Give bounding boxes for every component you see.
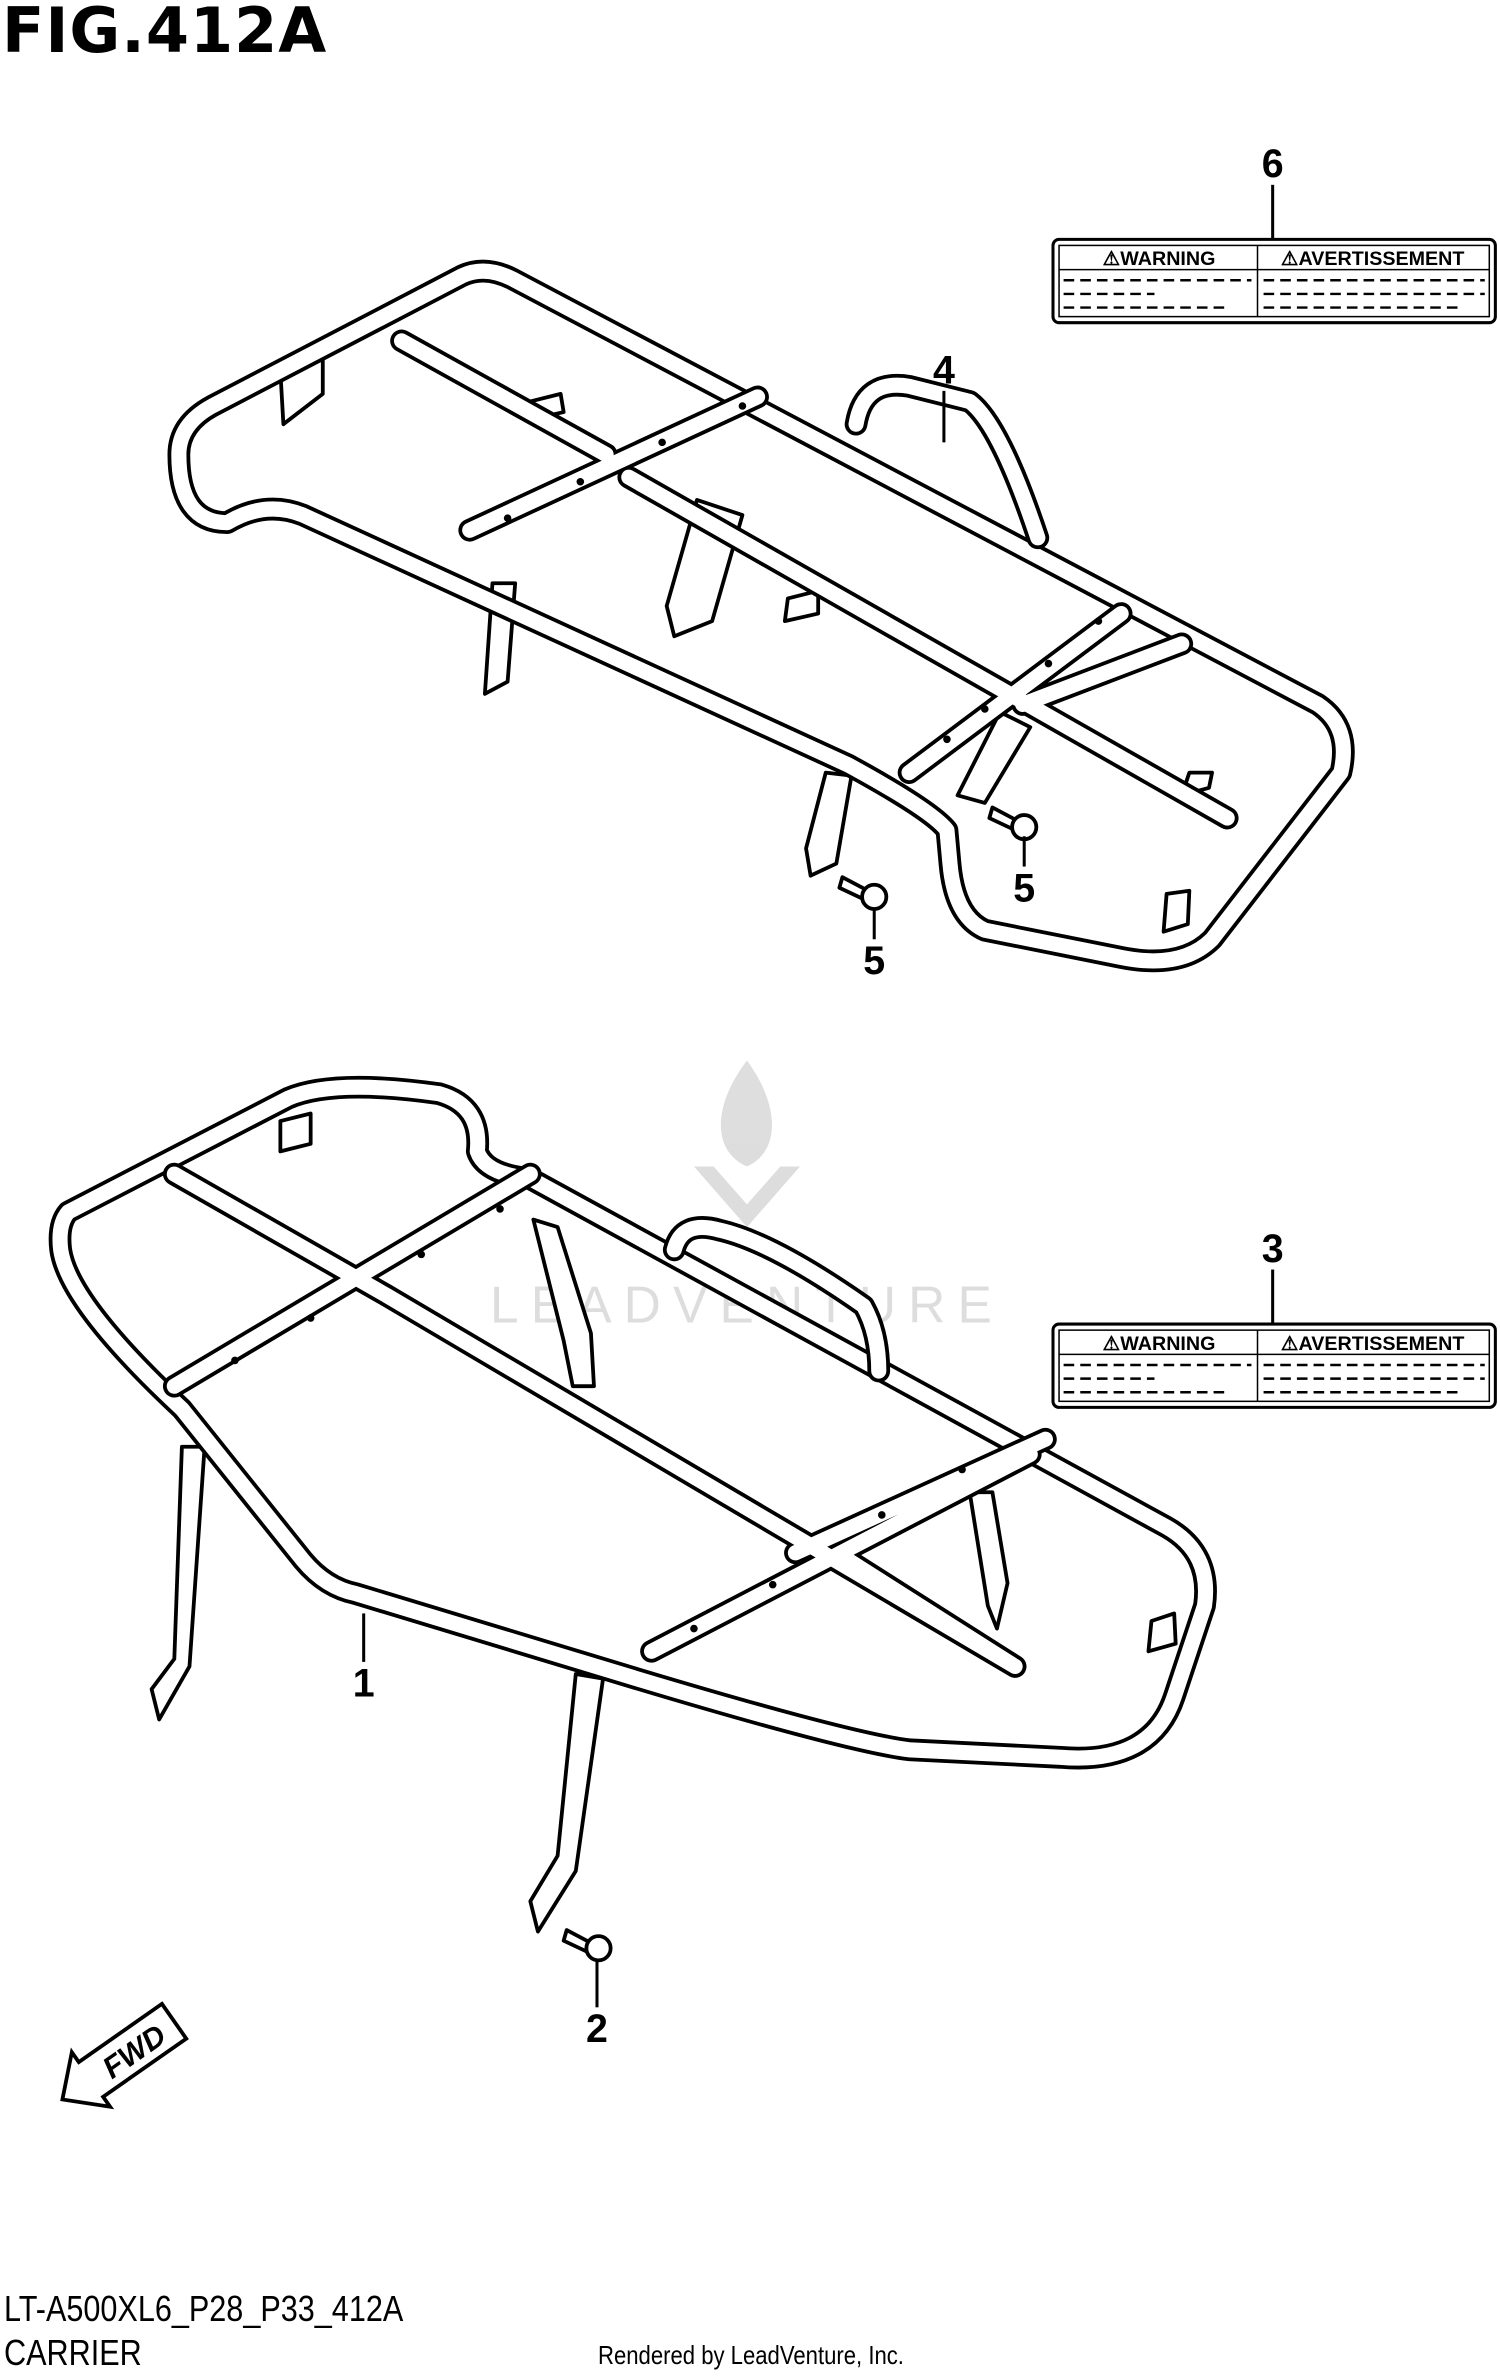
bolt-icon: [561, 1928, 613, 1963]
fwd-arrow-icon: FWD: [60, 2001, 189, 2110]
front-carrier-part-1: [48, 1075, 1217, 1963]
callout-3: 3: [1262, 1227, 1284, 1271]
warning-triangle-icon: ⚠: [1103, 248, 1121, 270]
warning-label-part-6: ⚠WARNING ⚠AVERTISSEMENT: [1051, 237, 1497, 325]
rear-carrier-holes: [503, 402, 1103, 744]
warning-triangle-icon: ⚠: [1103, 1333, 1121, 1355]
bolt-icon: [837, 875, 889, 911]
callout-2: 2: [586, 2007, 608, 2051]
avertissement-text: ⚠AVERTISSEMENT: [1281, 248, 1465, 270]
warning-triangle-icon: ⚠: [1281, 248, 1299, 270]
rear-carrier-part-4: [167, 259, 1355, 973]
diagram-caption: CARRIER: [4, 2332, 142, 2373]
callout-1: 1: [353, 1662, 375, 1706]
front-carrier-holes: [231, 1205, 966, 1633]
callouts: [362, 184, 1275, 2008]
rear-carrier-crossbars: [390, 329, 1239, 830]
callout-5: 5: [863, 939, 885, 983]
warning-triangle-icon: ⚠: [1281, 1333, 1299, 1355]
avertissement-text: ⚠AVERTISSEMENT: [1281, 1333, 1465, 1355]
figure-title: FIG.412A: [2, 0, 328, 67]
callout-6: 6: [1262, 142, 1284, 186]
warning-text: ⚠WARNING: [1103, 248, 1216, 270]
front-carrier-legs: [149, 1111, 1178, 1934]
render-credit: Rendered by LeadVenture, Inc.: [598, 2340, 904, 2370]
bolt-icon: [987, 805, 1039, 842]
front-carrier-crossbars: [162, 1162, 1057, 1678]
warning-label-part-3: ⚠WARNING ⚠AVERTISSEMENT: [1051, 1322, 1497, 1409]
callout-4: 4: [933, 348, 955, 392]
callout-5: 5: [1013, 866, 1035, 910]
diagram-code: LT-A500XL6_P28_P33_412A: [4, 2288, 404, 2329]
warning-text: ⚠WARNING: [1103, 1333, 1216, 1355]
